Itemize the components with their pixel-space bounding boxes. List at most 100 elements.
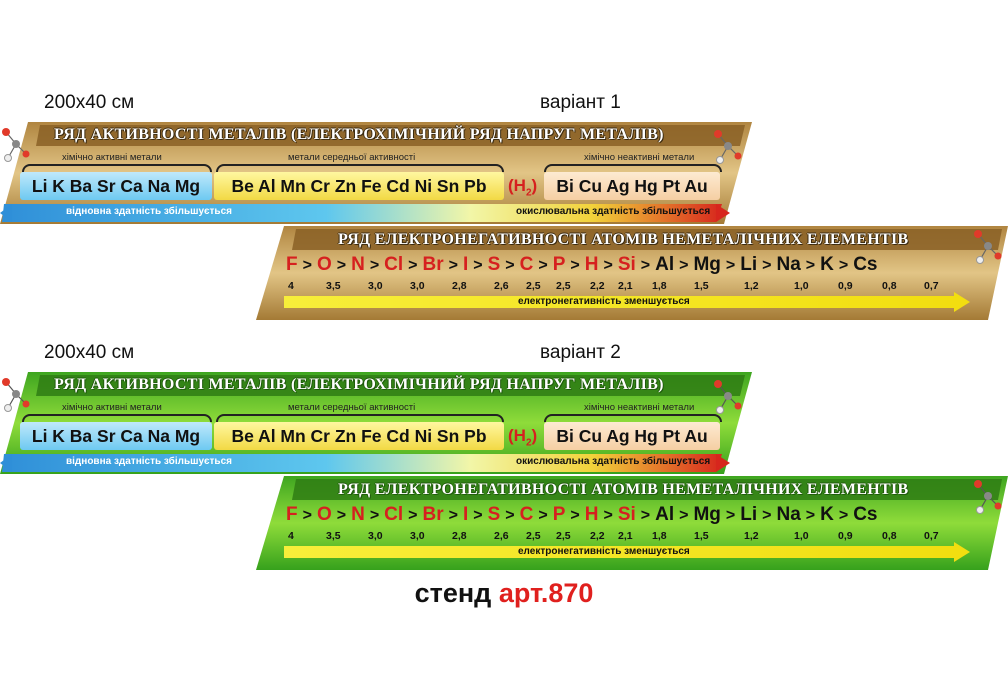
element-symbol: H — [584, 254, 599, 275]
footer-label: стенд — [414, 578, 492, 608]
left-arrow-label-1: відновна здатність збільшується — [66, 206, 232, 217]
electronegativity-value: 2,2 — [590, 280, 605, 292]
element-symbol: F — [286, 504, 298, 525]
electronegativity-value: 2,2 — [590, 530, 605, 542]
greater-than-sign: > — [725, 507, 736, 524]
greater-than-sign: > — [538, 257, 548, 274]
element-symbol: K — [820, 504, 834, 525]
element-symbol: K — [820, 254, 834, 275]
metals-active-row-1: Li K Ba Sr Ca Na Mg — [20, 172, 212, 200]
element-symbol: P — [552, 504, 566, 525]
electronegativity-value: 2,8 — [452, 530, 467, 542]
group-active-label-2: хімічно активні метали — [62, 402, 162, 413]
electronegativity-value: 0,9 — [838, 280, 853, 292]
electronegativity-value: 2,5 — [556, 280, 571, 292]
group-inactive-label-1: хімічно неактивні метали — [584, 152, 695, 163]
element-symbol: Cs — [853, 254, 878, 275]
element-symbol: Si — [617, 254, 636, 275]
greater-than-sign: > — [603, 507, 613, 524]
metals-inactive-row-2: Bi Cu Ag Hg Pt Au — [544, 422, 720, 450]
element-symbol: Na — [776, 504, 801, 525]
electro-band-2: РЯД ЕЛЕКТРОНЕГАТИВНОСТІ АТОМІВ НЕМЕТАЛІЧ… — [256, 476, 1008, 570]
element-symbol: Br — [422, 504, 444, 525]
greater-than-sign: > — [805, 507, 816, 524]
electro-elements-row-1: F>O>N>Cl>Br>I>S>C>P>H>Si>Al>Mg>Li>Na>K>C… — [286, 254, 877, 276]
electronegativity-value: 3,5 — [326, 530, 341, 542]
electronegativity-value: 1,0 — [794, 280, 809, 292]
electronegativity-value: 3,0 — [410, 530, 425, 542]
electronegativity-value: 1,0 — [794, 530, 809, 542]
variant-label-2: варіант 2 — [540, 342, 621, 363]
element-symbol: Cl — [384, 504, 404, 525]
greater-than-sign: > — [838, 257, 849, 274]
greater-than-sign: > — [538, 507, 548, 524]
greater-than-sign: > — [448, 507, 458, 524]
metals-medium-row-2: Be Al Mn Cr Zn Fe Cd Ni Sn Pb — [214, 422, 504, 450]
hydrogen-label-2: (H2) — [508, 426, 538, 449]
group-active-label-1: хімічно активні метали — [62, 152, 162, 163]
hydrogen-subscript-1: 2 — [525, 187, 532, 199]
greater-than-sign: > — [725, 257, 736, 274]
group-medium-brace-1 — [216, 164, 504, 172]
metals-medium-row-1: Be Al Mn Cr Zn Fe Cd Ni Sn Pb — [214, 172, 504, 200]
element-symbol: Cl — [384, 254, 404, 275]
greater-than-sign: > — [473, 507, 483, 524]
electronegativity-value: 0,8 — [882, 530, 897, 542]
electronegativity-value: 2,1 — [618, 530, 633, 542]
element-symbol: I — [462, 254, 469, 275]
variant-label-1: варіант 1 — [540, 92, 621, 113]
greater-than-sign: > — [762, 257, 772, 274]
product-footer: стенд арт.870 — [0, 578, 1008, 609]
element-symbol: C — [519, 504, 534, 525]
electronegativity-value: 1,5 — [694, 280, 709, 292]
element-symbol: N — [351, 504, 365, 525]
element-symbol: O — [316, 254, 332, 275]
group-medium-label-1: метали середньої активності — [288, 152, 416, 163]
greater-than-sign: > — [838, 507, 849, 524]
electronegativity-value: 2,5 — [556, 530, 571, 542]
electronegativity-value: 2,6 — [494, 530, 509, 542]
greater-than-sign: > — [336, 507, 347, 524]
electronegativity-value: 2,1 — [618, 280, 633, 292]
molecule-icon — [2, 128, 30, 162]
electronegativity-value: 2,8 — [452, 280, 467, 292]
group-inactive-label-2: хімічно неактивні метали — [584, 402, 695, 413]
size-label-1: 200x40 см — [44, 92, 135, 113]
molecule-icon — [974, 480, 1002, 514]
greater-than-sign: > — [762, 507, 772, 524]
metals-title-2: РЯД АКТИВНОСТІ МЕТАЛІВ (ЕЛЕКТРОХІМІЧНИЙ … — [54, 376, 664, 393]
electronegativity-value: 3,0 — [410, 280, 425, 292]
electro-band-background-1 — [256, 226, 1008, 320]
element-symbol: Li — [740, 504, 758, 525]
electro-arrow-label-1: електронегативність зменшується — [518, 296, 690, 307]
electronegativity-value: 0,7 — [924, 280, 939, 292]
greater-than-sign: > — [302, 257, 312, 274]
group-inactive-brace-1 — [544, 164, 722, 172]
element-symbol: N — [351, 254, 365, 275]
hydrogen-symbol-2: H — [513, 426, 526, 445]
element-symbol: C — [519, 254, 534, 275]
element-symbol: I — [462, 504, 469, 525]
element-symbol: Mg — [693, 254, 721, 275]
electro-band-background-2 — [256, 476, 1008, 570]
electro-elements-row-2: F>O>N>Cl>Br>I>S>C>P>H>Si>Al>Mg>Li>Na>K>C… — [286, 504, 877, 526]
electro-title-1: РЯД ЕЛЕКТРОНЕГАТИВНОСТІ АТОМІВ НЕМЕТАЛІЧ… — [338, 231, 909, 248]
electronegativity-value: 1,8 — [652, 280, 667, 292]
group-inactive-brace-2 — [544, 414, 722, 422]
right-arrow-label-1: окислювальна здатність збільшується — [516, 206, 711, 217]
electronegativity-value: 2,6 — [494, 280, 509, 292]
hydrogen-subscript-2: 2 — [525, 437, 532, 449]
molecule-icon — [714, 380, 742, 414]
molecule-icon — [714, 130, 742, 164]
greater-than-sign: > — [570, 507, 580, 524]
greater-than-sign: > — [679, 257, 689, 274]
metals-band-1: РЯД АКТИВНОСТІ МЕТАЛІВ (ЕЛЕКТРОХІМІЧНИЙ … — [0, 122, 752, 224]
size-label-2: 200x40 см — [44, 342, 135, 363]
group-active-brace-1 — [22, 164, 212, 172]
metals-active-row-2: Li K Ba Sr Ca Na Mg — [20, 422, 212, 450]
molecule-icon — [2, 378, 30, 412]
electronegativity-value: 1,8 — [652, 530, 667, 542]
group-medium-brace-2 — [216, 414, 504, 422]
